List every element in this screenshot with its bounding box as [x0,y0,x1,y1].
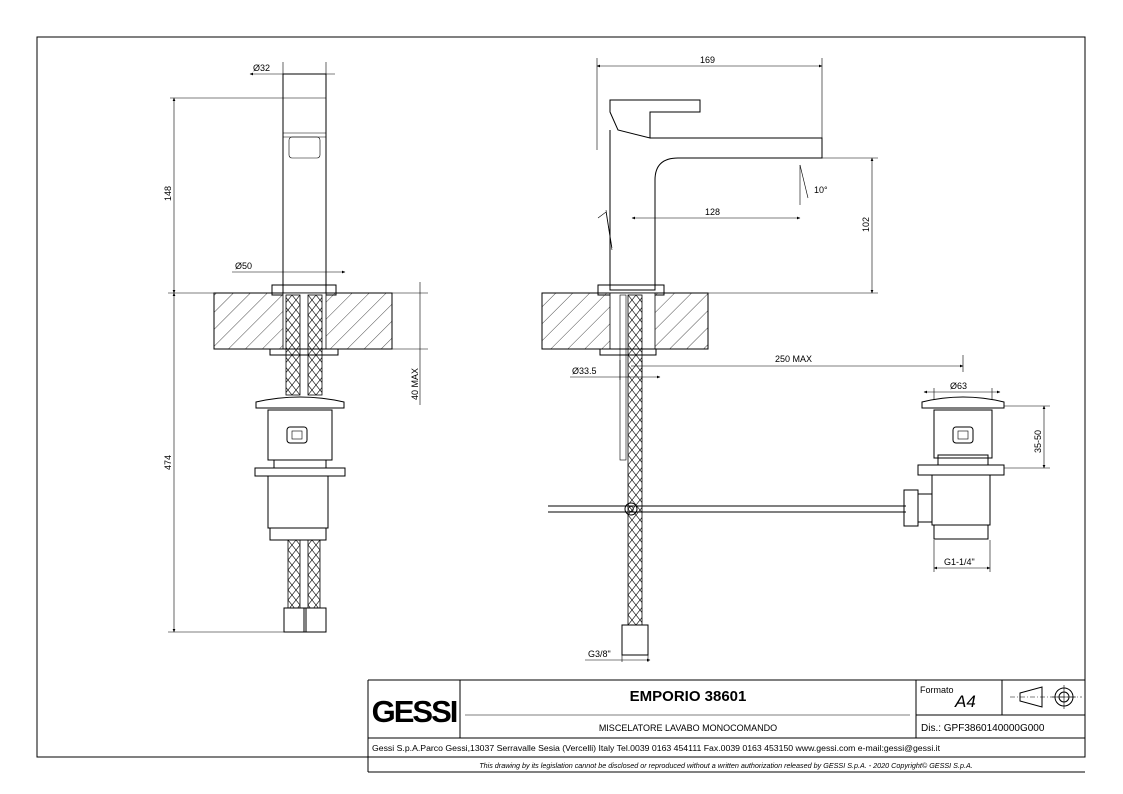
diameter-symbol-d50: Ø [235,261,242,271]
company-info: Gessi S.p.A.Parco Gessi,13037 Serravalle… [372,743,941,753]
svg-text:Ø32: Ø32 [253,63,270,73]
dimension-40max: 40 MAX [410,368,420,400]
waste-detail: Ø63 35-50 G1-1/4" [903,381,1050,572]
projection-symbol-icon [1010,685,1082,709]
dimension-474: 474 [163,455,173,470]
dimension-169: 169 [700,55,715,65]
dimension-35-50: 35-50 [1033,430,1043,453]
product-description: MISCELATORE LAVABO MONOCOMANDO [599,723,777,733]
dimension-g3-8: G3/8" [588,649,611,659]
dimension-d63: 63 [957,381,967,391]
svg-text:Ø50: Ø50 [235,261,252,271]
front-view: Ø32 Ø50 148 474 40 MAX [163,62,428,633]
title-block: GESSI EMPORIO 38601 MISCELATORE LAVABO M… [367,679,1085,773]
dimension-128: 128 [705,207,720,217]
drawing-number: Dis.: GPF3860140000G000 [921,723,1045,734]
diameter-symbol-d63: Ø [950,381,957,391]
dimension-g1-1-4: G1-1/4" [944,557,975,567]
dimension-d32: 32 [260,63,270,73]
dimension-10-degrees: 10° [814,185,828,195]
diameter-symbol-d33-5: Ø [572,366,579,376]
gessi-logo: GESSI [372,694,457,729]
dimension-148: 148 [163,186,173,201]
dimension-d50: 50 [242,261,252,271]
dimension-250max: 250 MAX [775,354,812,364]
format-value: A4 [954,692,976,711]
side-view: 169 10° 128 102 250 MAX Ø33.5 G3/8" [541,55,964,662]
product-name: EMPORIO 38601 [630,688,747,705]
dimension-d33-5: 33.5 [579,366,597,376]
sheet-frame [36,36,1086,758]
dimension-102: 102 [861,217,871,232]
svg-text:Ø63: Ø63 [950,381,967,391]
legal-notice: This drawing by its legislation cannot b… [479,761,973,770]
svg-text:Ø33.5: Ø33.5 [572,366,597,376]
format-label: Formato [920,685,954,695]
diameter-symbol-d32: Ø [253,63,260,73]
